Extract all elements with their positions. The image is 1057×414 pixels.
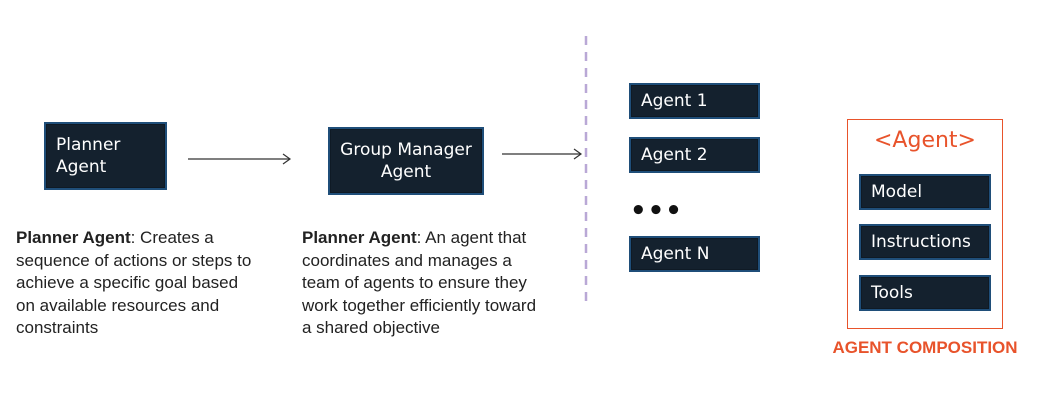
planner-agent-description-title: Planner Agent [16,228,131,247]
planner-agent-description-text: : Creates a sequence of actions or steps… [16,228,252,337]
group-manager-label-line2: Agent [380,162,432,182]
agent-2-label: Agent 2 [641,145,708,165]
composition-instructions-box: Instructions [859,224,991,260]
agent-n-label: Agent N [641,244,710,264]
agents-ellipsis: ••• [630,196,683,226]
composition-model-label: Model [871,182,923,202]
planner-agent-description: Planner Agent: Creates a sequence of act… [16,227,256,340]
planner-agent-box: Planner Agent [44,122,167,190]
group-manager-description-title: Planner Agent [302,228,417,247]
agent-composition-frame: <Agent> [847,119,1003,329]
agent-1-box: Agent 1 [629,83,760,119]
agent-composition-title: <Agent> [874,128,976,153]
agent-1-label: Agent 1 [641,91,708,111]
composition-instructions-label: Instructions [871,232,971,252]
group-manager-description: Planner Agent: An agent that coordinates… [302,227,537,340]
composition-tools-box: Tools [859,275,991,311]
group-manager-description-text: : An agent that coordinates and manages … [302,228,537,337]
group-manager-agent-box: Group Manager Agent [328,127,484,195]
planner-agent-label-line2: Agent [56,157,107,177]
agent-2-box: Agent 2 [629,137,760,173]
composition-tools-label: Tools [871,283,913,303]
arrow-manager-to-agents [502,148,583,160]
group-manager-label-line1: Group Manager [340,140,472,160]
agent-n-box: Agent N [629,236,760,272]
composition-model-box: Model [859,174,991,210]
planner-agent-label-line1: Planner [56,135,121,155]
arrow-planner-to-manager [188,153,292,165]
dashed-divider [584,36,588,304]
agent-composition-caption: AGENT COMPOSITION [832,338,1018,357]
